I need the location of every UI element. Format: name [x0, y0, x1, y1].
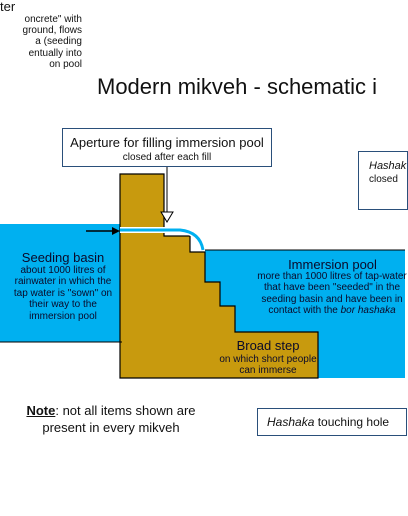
page-title: Modern mikveh - schematic i	[97, 74, 377, 99]
immersion-pool-description: more than 1000 litres of tap-water that …	[257, 271, 407, 317]
seeding-basin-water	[0, 224, 122, 342]
aperture-title: Aperture for filling immersion pool	[70, 135, 264, 150]
bor-hashaka-term: bor hashaka	[340, 305, 396, 317]
footnote-label: Note	[26, 403, 56, 418]
footnote-text: : not all items shown are present in eve…	[42, 403, 196, 435]
top-left-note-line: ground, flows	[22, 25, 82, 37]
touching-hole-callout: Hashaka touching hole	[257, 408, 407, 436]
immersion-pool-water	[205, 250, 405, 378]
top-left-note-line: oncrete" with	[24, 14, 82, 25]
aperture-subtitle: closed after each fill	[122, 152, 212, 163]
aperture-callout: Aperture for filling immersion pool clos…	[62, 128, 272, 167]
seeding-basin-description: about 1000 litres of rainwater in which …	[13, 265, 113, 322]
connecting-pipe-water	[120, 228, 205, 251]
top-left-note-line: ter	[0, 0, 16, 14]
touching-hole-italic: Hashaka	[267, 415, 315, 429]
top-left-note: ter oncrete" with ground, flows a (seedi…	[0, 0, 82, 70]
hashaka-callout-subtitle: closed	[369, 174, 398, 185]
aperture-pointer-head	[160, 211, 174, 223]
immersion-pool-title: Immersion pool	[288, 257, 377, 272]
hashaka-callout-title: Hashak	[369, 160, 407, 172]
broad-step-title: Broad step	[236, 338, 300, 353]
top-left-note-line: entually into	[28, 47, 82, 59]
stone-wall-and-steps	[119, 173, 319, 379]
top-left-note-line: on pool	[49, 58, 82, 70]
immersion-pool-description-text: more than 1000 litres of tap-water that …	[257, 271, 407, 317]
broad-step-subtitle: on which short people can immerse	[219, 354, 317, 376]
flow-arrow-head	[112, 227, 120, 235]
seeding-basin-title: Seeding basin	[21, 250, 105, 265]
hashaka-callout: Hashak closed	[358, 151, 408, 210]
footnote: Note: not all items shown are present in…	[20, 402, 202, 436]
touching-hole-text: touching hole	[314, 415, 390, 429]
top-left-note-line: a (seeding	[35, 36, 82, 48]
